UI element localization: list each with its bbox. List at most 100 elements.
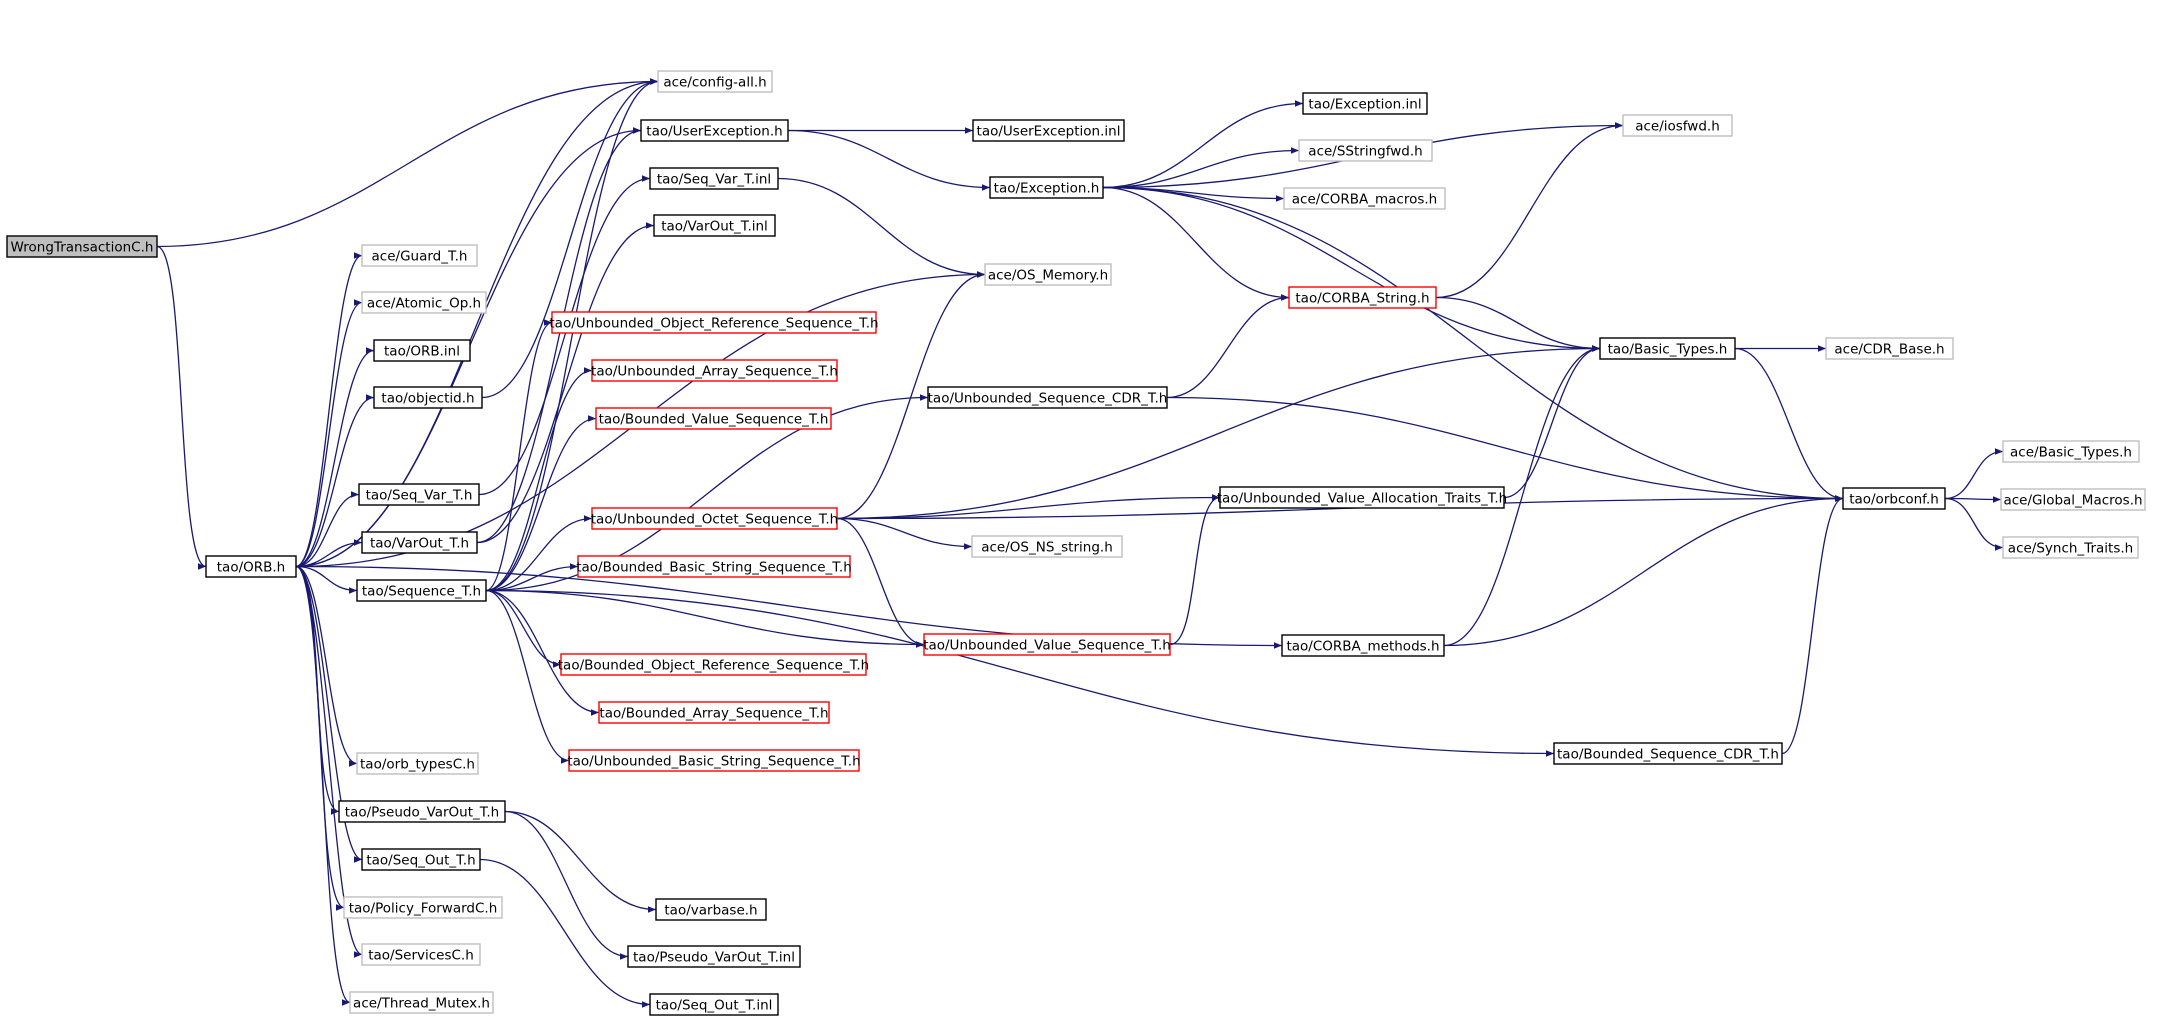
edge-tao-orb-h-to-tao-orb-typesc-h xyxy=(295,565,358,767)
node-label: tao/Seq_Var_T.h xyxy=(366,488,473,504)
node-tao-varout-t-inl[interactable]: tao/VarOut_T.inl xyxy=(653,214,776,237)
node-label: tao/Unbounded_Array_Sequence_T.h xyxy=(591,364,838,380)
node-tao-pseudo-varout-t-h[interactable]: tao/Pseudo_VarOut_T.h xyxy=(338,800,506,823)
node-tao-orb-inl[interactable]: tao/ORB.inl xyxy=(373,339,471,362)
node-tao-corba-string-h[interactable]: tao/CORBA_String.h xyxy=(1288,286,1437,309)
edge-arrow xyxy=(485,589,925,648)
node-tao-basic-types-h[interactable]: tao/Basic_Types.h xyxy=(1599,337,1736,360)
node-label: ace/Guard_T.h xyxy=(372,249,468,265)
edge-tao-orbconf-h-to-ace-synch-traits-h xyxy=(1944,497,2004,551)
node-tao-varbase-h[interactable]: tao/varbase.h xyxy=(655,898,767,921)
node-tao-bounded-object-reference-sequence-t-h[interactable]: tao/Bounded_Object_Reference_Sequence_T.… xyxy=(558,653,869,676)
node-tao-seq-out-t-h[interactable]: tao/Seq_Out_T.h xyxy=(361,848,481,871)
node-label: ace/SStringfwd.h xyxy=(1308,144,1422,160)
edge-tao-exception-h-to-ace-sstringfwd-h xyxy=(1102,147,1300,189)
node-ace-corba-macros-h: ace/CORBA_macros.h xyxy=(1283,187,1446,210)
node-box xyxy=(627,945,801,968)
node-tao-userexception-h[interactable]: tao/UserException.h xyxy=(640,119,789,142)
node-box xyxy=(640,119,789,142)
node-label: ace/Global_Macros.h xyxy=(2003,493,2142,509)
node-tao-bounded-array-sequence-t-h[interactable]: tao/Bounded_Array_Sequence_T.h xyxy=(598,701,830,724)
node-tao-unbounded-octet-sequence-t-h[interactable]: tao/Unbounded_Octet_Sequence_T.h xyxy=(591,507,838,530)
edge-tao-sequence-t-h-to-ace-config-all-h xyxy=(485,78,659,592)
node-tao-pseudo-varout-t-inl[interactable]: tao/Pseudo_VarOut_T.inl xyxy=(627,945,801,968)
edge-tao-sequence-t-h-to-tao-unbounded-array-sequence-t-h xyxy=(485,367,593,592)
node-box xyxy=(1281,634,1445,657)
node-label: ace/iosfwd.h xyxy=(1635,119,1720,135)
edge-arrow xyxy=(485,394,929,592)
node-box xyxy=(361,848,481,871)
node-box xyxy=(338,800,506,823)
node-box xyxy=(1553,742,1783,765)
node-label: tao/UserException.h xyxy=(646,124,782,140)
node-tao-unbounded-object-reference-sequence-t-h[interactable]: tao/Unbounded_Object_Reference_Sequence_… xyxy=(549,311,879,334)
node-box xyxy=(358,483,480,506)
edge-tao-orb-h-to-ace-atomic-op-h xyxy=(295,299,363,568)
edge-arrow xyxy=(1102,147,1300,189)
edge-tao-unbounded-value-allocation-traits-t-h-to-tao-basic-types-h xyxy=(1503,345,1601,499)
edge-tao-sequence-t-h-to-tao-unbounded-octet-sequence-t-h xyxy=(485,515,593,592)
node-tao-unbounded-value-allocation-traits-t-h[interactable]: tao/Unbounded_Value_Allocation_Traits_T.… xyxy=(1217,486,1507,509)
node-tao-unbounded-value-sequence-t-h[interactable]: tao/Unbounded_Value_Sequence_T.h xyxy=(923,633,1171,656)
node-tao-corba-methods-h[interactable]: tao/CORBA_methods.h xyxy=(1281,634,1445,657)
edge-arrow xyxy=(1166,396,1844,502)
node-label: tao/Bounded_Sequence_CDR_T.h xyxy=(1557,747,1779,763)
node-tao-exception-inl[interactable]: tao/Exception.inl xyxy=(1302,92,1428,115)
edge-arrow xyxy=(504,810,629,960)
node-tao-varout-t-h[interactable]: tao/VarOut_T.h xyxy=(361,531,478,554)
edge-arrow xyxy=(479,858,651,1008)
edge-arrow xyxy=(1435,296,1601,352)
edge-arrow xyxy=(485,515,593,592)
node-label: tao/Unbounded_Object_Reference_Sequence_… xyxy=(549,316,878,332)
node-tao-seq-out-t-inl[interactable]: tao/Seq_Out_T.inl xyxy=(649,993,779,1016)
edge-arrow xyxy=(836,517,925,648)
edge-wrongtransactionc-h-to-tao-orb-h xyxy=(156,245,207,570)
node-tao-unbounded-sequence-cdr-t-h[interactable]: tao/Unbounded_Sequence_CDR_T.h xyxy=(927,386,1168,409)
node-label: tao/orbconf.h xyxy=(1849,492,1939,508)
node-tao-bounded-basic-string-sequence-t-h[interactable]: tao/Bounded_Basic_String_Sequence_T.h xyxy=(576,555,852,578)
node-tao-exception-h[interactable]: tao/Exception.h xyxy=(989,176,1104,199)
node-label: tao/ORB.h xyxy=(217,560,286,576)
node-label: tao/Unbounded_Sequence_CDR_T.h xyxy=(928,391,1168,407)
edge-arrow xyxy=(485,367,593,592)
node-box xyxy=(205,555,297,578)
edge-arrow xyxy=(787,129,991,191)
node-tao-userexception-inl[interactable]: tao/UserException.inl xyxy=(972,119,1125,142)
edge-tao-unbounded-sequence-cdr-t-h-to-tao-orbconf-h xyxy=(1166,396,1844,502)
edge-arrow xyxy=(156,245,207,570)
edge-tao-bounded-sequence-cdr-t-h-to-tao-orbconf-h xyxy=(1781,495,1844,755)
edge-arrow xyxy=(295,491,360,568)
edge-arrow xyxy=(1443,345,1601,647)
node-tao-seq-var-t-h[interactable]: tao/Seq_Var_T.h xyxy=(358,483,480,506)
node-label: tao/Pseudo_VarOut_T.inl xyxy=(633,950,795,966)
node-label: tao/varbase.h xyxy=(664,903,757,919)
edge-tao-seq-out-t-h-to-tao-seq-out-t-inl xyxy=(479,858,651,1008)
edge-tao-unbounded-octet-sequence-t-h-to-tao-basic-types-h xyxy=(836,345,1601,520)
edge-tao-exception-h-to-tao-basic-types-h xyxy=(1102,186,1601,352)
node-box xyxy=(1599,337,1736,360)
node-label: tao/Bounded_Object_Reference_Sequence_T.… xyxy=(558,658,869,674)
node-tao-orbconf-h[interactable]: tao/orbconf.h xyxy=(1842,487,1946,510)
edge-tao-orb-h-to-tao-sequence-t-h xyxy=(295,565,358,594)
node-label: tao/Policy_ForwardC.h xyxy=(349,901,498,917)
node-ace-basic-types-h: ace/Basic_Types.h xyxy=(2002,440,2140,463)
edge-arrow xyxy=(295,252,363,568)
node-box xyxy=(577,555,851,578)
node-tao-bounded-sequence-cdr-t-h[interactable]: tao/Bounded_Sequence_CDR_T.h xyxy=(1553,742,1783,765)
edge-arrow xyxy=(1102,186,1601,352)
edge-arrow xyxy=(836,494,1221,520)
node-tao-unbounded-array-sequence-t-h[interactable]: tao/Unbounded_Array_Sequence_T.h xyxy=(591,359,838,382)
node-ace-synch-traits-h: ace/Synch_Traits.h xyxy=(2002,536,2139,559)
node-tao-objectid-h[interactable]: tao/objectid.h xyxy=(373,386,483,409)
node-tao-bounded-value-sequence-t-h[interactable]: tao/Bounded_Value_Sequence_T.h xyxy=(595,407,832,430)
node-tao-orb-h[interactable]: tao/ORB.h xyxy=(205,555,297,578)
edge-tao-exception-h-to-tao-corba-string-h xyxy=(1102,186,1290,301)
node-tao-sequence-t-h[interactable]: tao/Sequence_T.h xyxy=(356,579,487,602)
node-tao-unbounded-basic-string-sequence-t-h[interactable]: tao/Unbounded_Basic_String_Sequence_T.h xyxy=(567,749,861,772)
node-tao-seq-var-t-inl[interactable]: tao/Seq_Var_T.inl xyxy=(649,167,779,190)
edge-arrow xyxy=(1443,495,1844,647)
node-ace-cdr-base-h: ace/CDR_Base.h xyxy=(1825,337,1954,360)
edge-tao-corba-methods-h-to-tao-orbconf-h xyxy=(1443,495,1844,647)
edge-tao-corba-methods-h-to-tao-basic-types-h xyxy=(1443,345,1601,647)
node-box xyxy=(971,535,1123,558)
